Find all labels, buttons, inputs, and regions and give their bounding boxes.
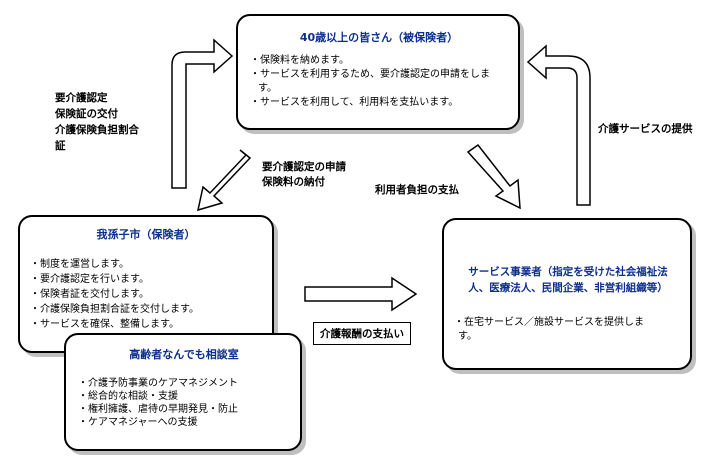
- list-item: ・サービスを利用するため、要介護認定の申請をしま: [250, 69, 490, 80]
- list-item: ・保険者証を交付します。: [30, 289, 149, 300]
- label-line: 要介護認定: [55, 92, 108, 104]
- label-line: 要介護認定の申請: [262, 161, 346, 173]
- label-user-payment: 利用者負担の支払: [375, 184, 459, 196]
- consult-items: ・介護予防事業のケアマネジメント ・総合的な相談・支援 ・権利擁護、虐待の早期発…: [78, 377, 290, 429]
- consult-box: 高齢者なんでも相談室 ・介護予防事業のケアマネジメント ・総合的な相談・支援 ・…: [64, 333, 302, 451]
- label-remuneration: 介護報酬の支払い: [313, 322, 411, 345]
- label-certification: 要介護認定 保険証の交付 介護保険負担割合 証: [55, 90, 139, 154]
- consult-title: 高齢者なんでも相談室: [129, 348, 239, 361]
- provider-box: サービス事業者（指定を受けた社会福祉法 人、医療法人、民間企業、非営利組織等） …: [442, 218, 692, 370]
- insurer-title: 我孫子市（保険者）: [96, 228, 196, 241]
- label-line: 証: [55, 140, 66, 152]
- list-item: ・在宅サービス／施設サービスを提供しま: [454, 317, 644, 328]
- list-item: ・制度を運営します。: [30, 259, 129, 270]
- arrow-insurer-to-insured: [171, 38, 234, 189]
- list-item: ・介護保険負担割合証を交付します。: [30, 304, 199, 315]
- insured-box: 40歳以上の皆さん（被保険者） ・保険料を納めます。 ・サービスを利用するため、…: [236, 14, 520, 130]
- list-item: ・介護予防事業のケアマネジメント: [78, 378, 238, 389]
- arrow-insured-to-provider: [466, 143, 521, 210]
- arrow-provider-to-insured: [526, 44, 591, 206]
- label-line: 保険料の納付: [262, 176, 325, 188]
- list-item: ・保険料を納めます。: [250, 55, 349, 66]
- insured-items: ・保険料を納めます。 ・サービスを利用するため、要介護認定の申請をしま す。 ・…: [250, 54, 508, 110]
- list-item: ・要介護認定を行います。: [30, 274, 149, 285]
- arrow-insurer-to-provider: [304, 276, 418, 312]
- insurer-items: ・制度を運営します。 ・要介護認定を行います。 ・保険者証を交付します。 ・介護…: [30, 257, 262, 332]
- label-application: 要介護認定の申請 保険料の納付: [262, 160, 346, 190]
- list-item: ・サービスを確保、整備します。: [30, 319, 179, 330]
- insured-title: 40歳以上の皆さん（被保険者）: [299, 31, 459, 44]
- label-line: 保険証の交付: [55, 108, 118, 120]
- list-item: す。: [458, 331, 477, 342]
- list-item: ・サービスを利用して、利用料を支払います。: [250, 97, 459, 108]
- label-line: 介護保険負担割合: [55, 124, 139, 136]
- list-item: ・総合的な相談・支援: [78, 391, 178, 402]
- provider-title-line1: サービス事業者（指定を受けた社会福祉法: [468, 266, 668, 278]
- label-service-provision: 介護サービスの提供: [598, 123, 693, 135]
- list-item: ・権利擁護、虐待の早期発見・防止: [78, 404, 238, 415]
- list-item: す。: [258, 83, 277, 94]
- provider-items: ・在宅サービス／施設サービスを提供しま す。: [454, 316, 682, 344]
- provider-title-line2: 人、医療法人、民間企業、非営利組織等）: [468, 282, 668, 294]
- list-item: ・ケアマネジャーへの支援: [78, 417, 198, 428]
- arrow-insured-to-insurer: [196, 149, 252, 212]
